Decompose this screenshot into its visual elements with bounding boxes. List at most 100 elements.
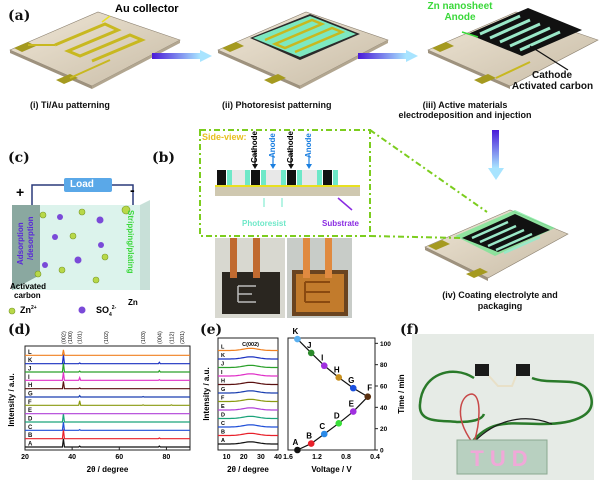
label-photoresist: Photoresist xyxy=(242,219,287,228)
series-line-E xyxy=(218,407,278,411)
label-load: Load xyxy=(70,179,94,190)
chip-photoresist xyxy=(217,11,389,89)
label-cathode-1: Cathode xyxy=(250,131,259,163)
data-point-H xyxy=(335,374,343,381)
caption-step-1: (i) Ti/Au patterning xyxy=(30,100,110,110)
y-tick-label: 20 xyxy=(380,426,388,433)
series-label-J: J xyxy=(28,367,31,373)
label-plus: + xyxy=(16,184,25,200)
series-line-I xyxy=(25,372,190,381)
x-tick-label: 1.2 xyxy=(312,454,322,461)
series-label-E: E xyxy=(221,404,225,410)
caption-step-2: (ii) Photoresist patterning xyxy=(222,100,332,110)
label-au-collector: Au collector xyxy=(115,3,179,15)
caption-step-4-line2: packaging xyxy=(477,301,523,311)
peak-label: (002) xyxy=(61,331,67,344)
panel-label-c: (c) xyxy=(8,150,30,166)
chip-ti-au xyxy=(9,11,181,89)
label-stripping-plating: Stripping/plating xyxy=(126,210,135,274)
series-label-H: H xyxy=(28,383,32,389)
series-line-A xyxy=(218,441,278,445)
photo-led-demo: TUD xyxy=(412,334,594,480)
series-line-G xyxy=(25,394,190,398)
x-tick-label: 40 xyxy=(68,454,76,461)
arrow-2 xyxy=(358,53,406,59)
data-point-K xyxy=(294,335,301,343)
series-line-D xyxy=(218,415,278,420)
series-label-F: F xyxy=(28,400,32,406)
point-label-C: C xyxy=(319,422,325,431)
y-axis-label: Intensity / a.u. xyxy=(202,367,211,420)
data-point-D xyxy=(335,420,343,427)
label-activated: Activated xyxy=(10,282,47,291)
peak-label: (102) xyxy=(104,331,110,344)
x-tick-label: 0.8 xyxy=(341,454,351,461)
peak-label: (201) xyxy=(180,331,186,344)
series-label-H: H xyxy=(221,379,225,385)
series-line-C xyxy=(25,422,190,431)
label-side-view: Side-view: xyxy=(202,132,247,142)
series-line-D xyxy=(25,413,190,423)
series-label-B: B xyxy=(28,433,33,439)
data-point-E xyxy=(349,408,357,415)
y-tick-label: 80 xyxy=(380,362,388,369)
plot-frame xyxy=(217,337,279,451)
peak-label: (112) xyxy=(169,331,175,344)
point-label-F: F xyxy=(367,384,372,393)
series-line-J xyxy=(218,364,278,369)
data-point-F xyxy=(364,393,372,400)
plot-frame xyxy=(24,345,191,451)
caption-step-3-line2: electrodeposition and injection xyxy=(398,110,532,120)
y-tick-label: 0 xyxy=(380,448,384,455)
y-axis-label: Time / min xyxy=(397,374,406,414)
led-text: TUD xyxy=(470,446,533,471)
legend-sulfate-ion: SO42- xyxy=(96,305,117,318)
series-line-F xyxy=(25,400,190,406)
x-tick-label: 60 xyxy=(115,454,123,461)
arrow-1 xyxy=(152,53,200,59)
photo-device-2 xyxy=(287,238,352,318)
series-line-L xyxy=(25,349,190,356)
series-line-J xyxy=(25,362,190,373)
series-label-F: F xyxy=(221,396,225,402)
data-point-C xyxy=(320,430,328,438)
label-zn-nanosheet: Zn nanosheet xyxy=(427,1,493,12)
x-axis-label: 2θ / degree xyxy=(227,465,269,474)
peak-label: C(002) xyxy=(242,342,259,348)
peak-label: (100) xyxy=(68,331,74,344)
series-line-B xyxy=(218,432,278,437)
data-point-B xyxy=(307,440,315,447)
point-label-B: B xyxy=(306,432,312,441)
label-anode: Anode xyxy=(444,12,476,23)
series-label-D: D xyxy=(28,417,33,423)
plot-frame xyxy=(287,337,376,451)
series-label-L: L xyxy=(28,350,32,356)
caption-step-4-line1: (iv) Coating electrolyte and xyxy=(442,290,558,300)
data-point-G xyxy=(349,384,357,392)
series-label-C: C xyxy=(221,421,225,427)
side-view-diagram xyxy=(215,150,360,211)
legend-zn-ion: Zn2+ xyxy=(20,305,37,315)
series-label-I: I xyxy=(221,370,223,376)
series-line-H xyxy=(25,381,190,390)
battery-schematic xyxy=(8,178,150,315)
panel-label-a: (a) xyxy=(8,8,31,24)
x-tick-label: 40 xyxy=(274,454,282,461)
series-label-L: L xyxy=(221,345,225,351)
panel-label-b: (b) xyxy=(152,150,176,166)
series-label-K: K xyxy=(28,358,33,364)
label-substrate: Substrate xyxy=(322,219,359,228)
chip-active-materials xyxy=(427,8,599,89)
point-label-K: K xyxy=(293,327,299,336)
y-tick-label: 60 xyxy=(380,384,388,391)
panel-label-e: (e) xyxy=(200,322,223,338)
data-point-J xyxy=(307,349,315,357)
series-line-C xyxy=(218,424,278,428)
x-axis-label: 2θ / degree xyxy=(87,465,129,474)
peak-label: (103) xyxy=(141,331,147,344)
point-label-J: J xyxy=(307,341,311,350)
label-desorption: /desorption xyxy=(26,216,35,260)
series-label-A: A xyxy=(28,442,33,448)
